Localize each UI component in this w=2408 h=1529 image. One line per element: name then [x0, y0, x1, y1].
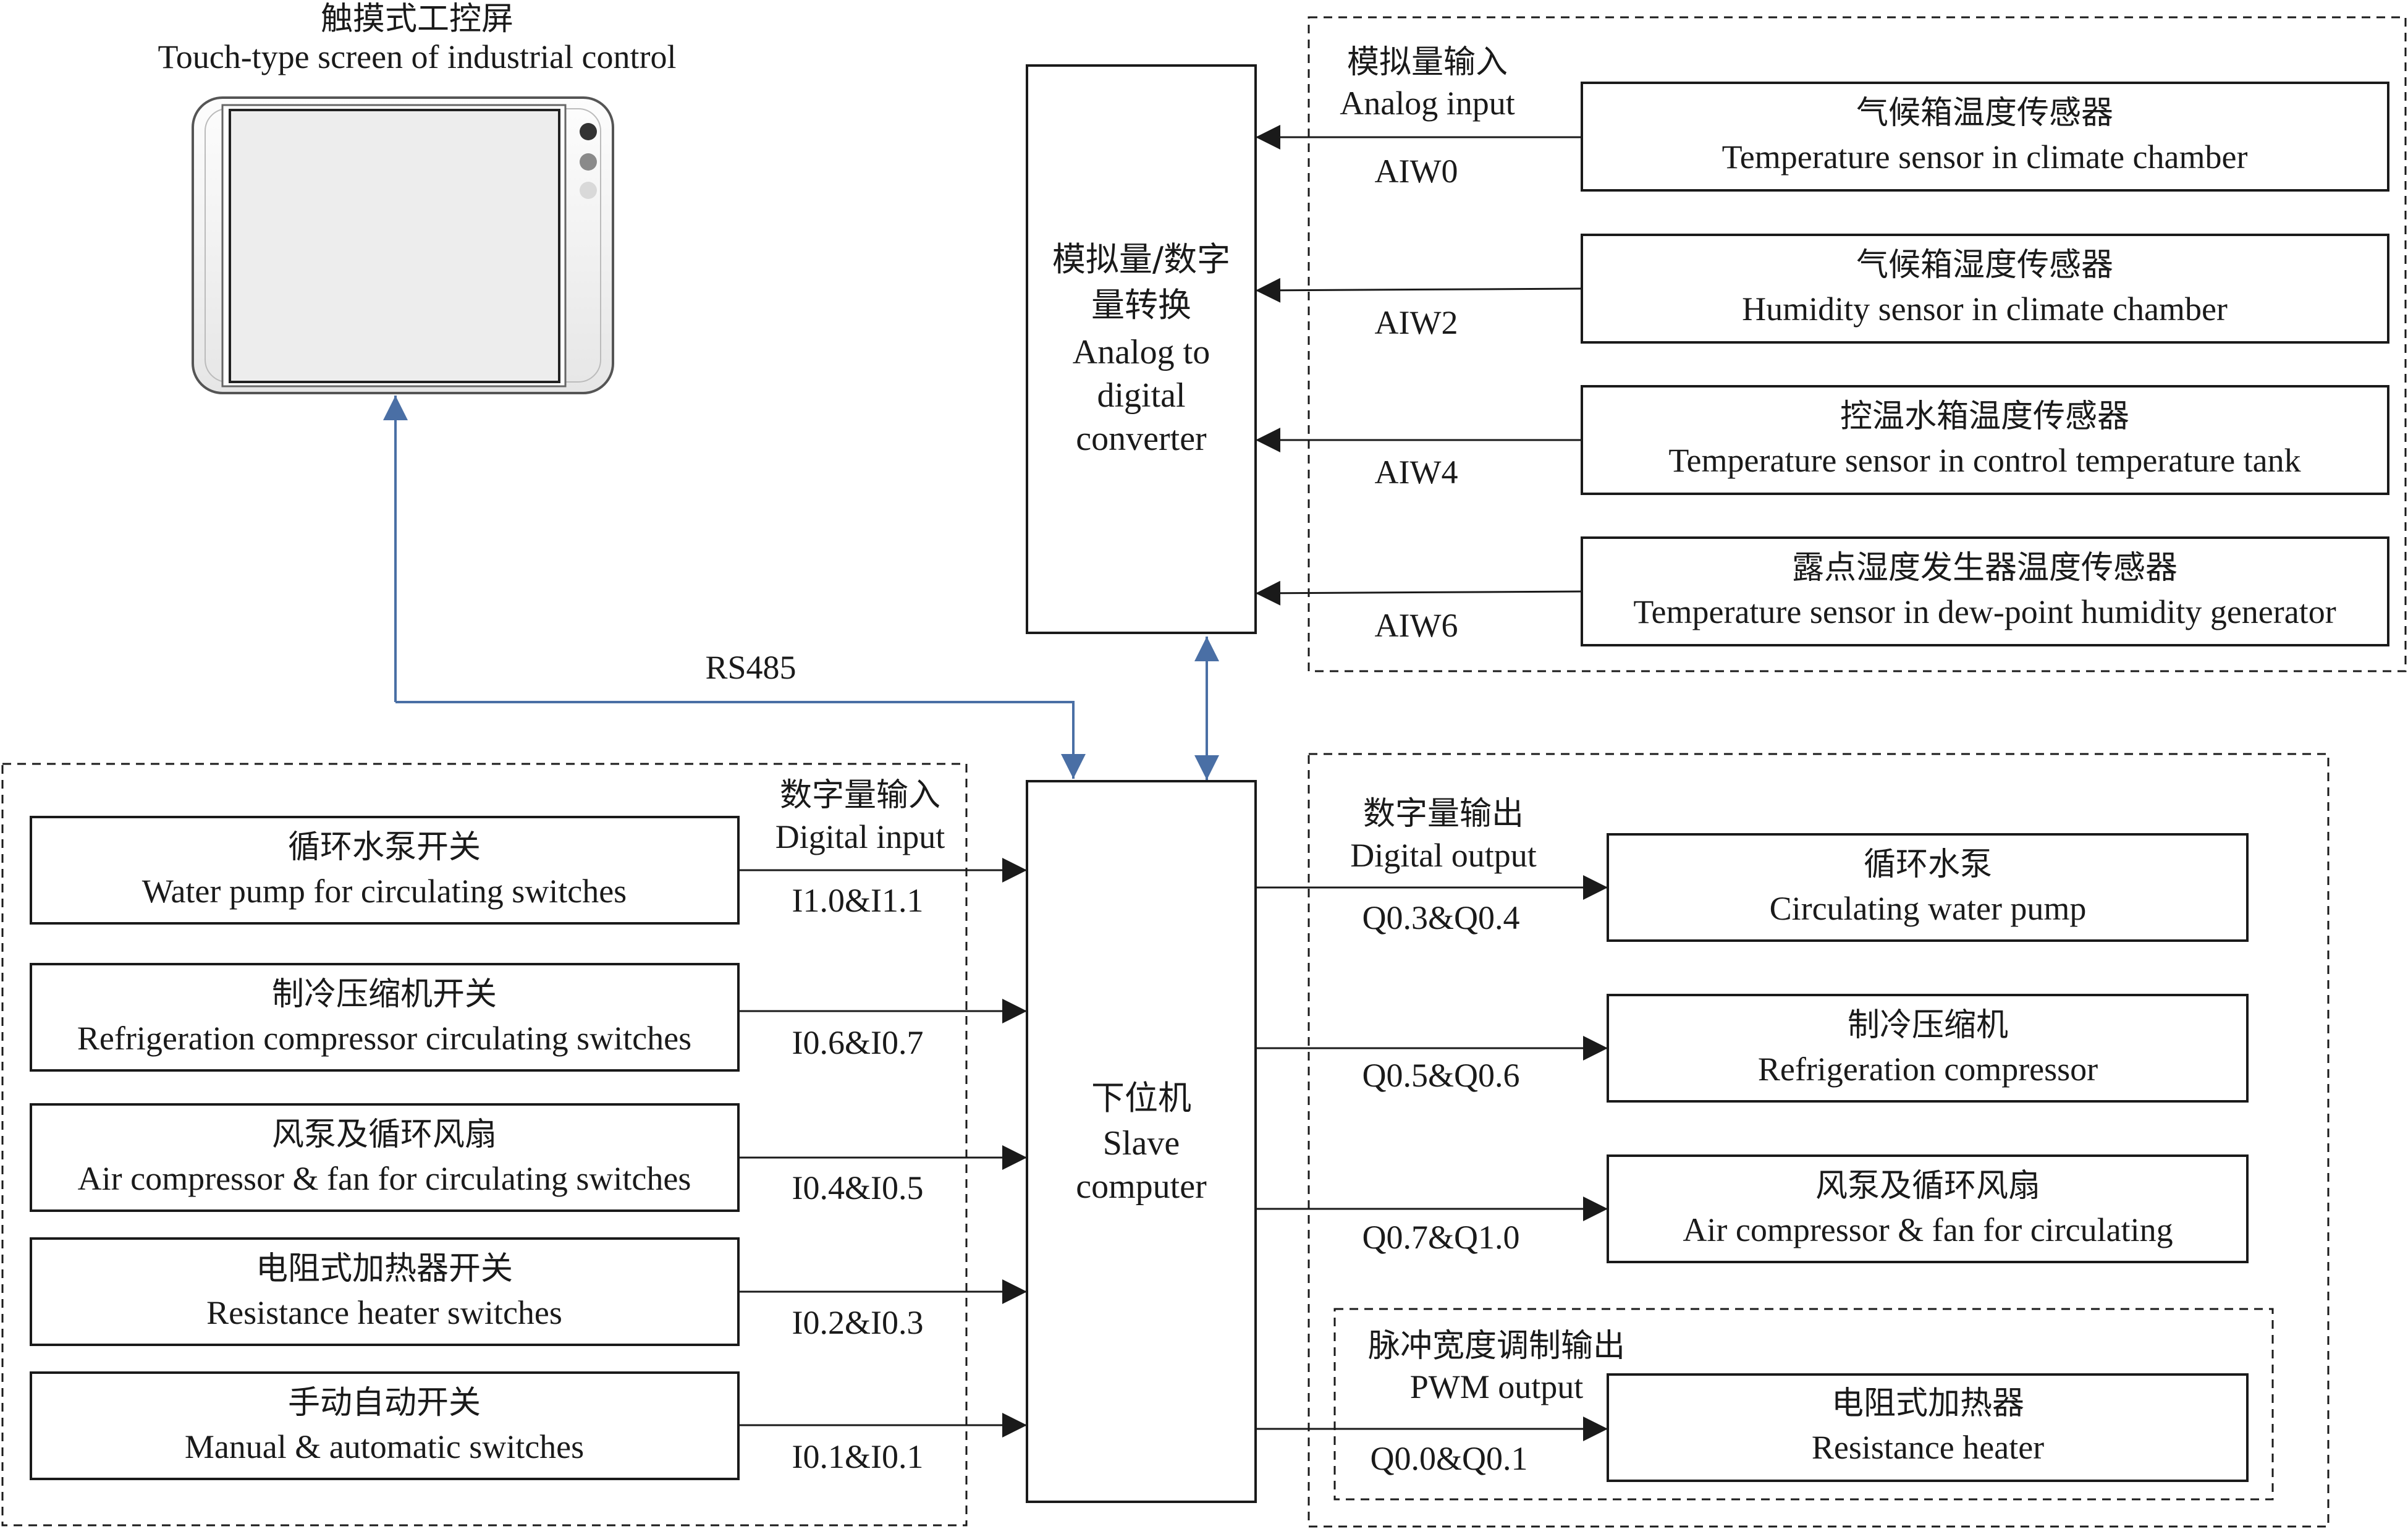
device-air-compressor: 风泵及循环风扇 Air compressor & fan for circula… — [1607, 1154, 2249, 1263]
slave-label-zh: 下位机 — [1091, 1078, 1191, 1117]
digital-output-group — [1308, 753, 2330, 1528]
slave-label-en-2: computer — [1076, 1167, 1207, 1206]
pwm-title-zh: 脉冲宽度调制输出 — [1368, 1328, 1625, 1365]
device-label-en: Refrigeration compressor — [1758, 1051, 2098, 1088]
touch-screen-title-en: Touch-type screen of industrial control — [158, 38, 677, 75]
adc-label-zh-1: 模拟量/数字 — [1052, 240, 1230, 279]
sensor-label-zh: 气候箱湿度传感器 — [1856, 247, 2113, 284]
channel-aiw0: AIW0 — [1375, 153, 1458, 190]
switch-manual-auto: 手动自动开关 Manual & automatic switches — [30, 1371, 740, 1480]
channel-di-5: I0.1&I0.1 — [792, 1438, 924, 1475]
slave-label-en-1: Slave — [1103, 1124, 1180, 1163]
device-label-zh: 风泵及循环风扇 — [1815, 1167, 2040, 1205]
channel-aiw2: AIW2 — [1375, 304, 1458, 341]
device-label-zh: 循环水泵 — [1864, 846, 1992, 883]
digital-output-title-en: Digital output — [1350, 837, 1536, 874]
digital-input-title-en: Digital input — [775, 818, 945, 855]
device-resistance-heater: 电阻式加热器 Resistance heater — [1607, 1373, 2249, 1482]
switch-label-en: Water pump for circulating switches — [142, 873, 627, 910]
switch-label-en: Manual & automatic switches — [185, 1428, 584, 1465]
sensor-label-en: Temperature sensor in control temperatur… — [1668, 442, 2300, 479]
channel-di-2: I0.6&I0.7 — [792, 1024, 924, 1061]
arrow-aiw2 — [1255, 277, 1582, 303]
switch-label-zh: 循环水泵开关 — [288, 829, 481, 866]
adc-label-en-1: Analog to — [1073, 333, 1210, 371]
switch-label-en: Refrigeration compressor circulating swi… — [77, 1020, 691, 1057]
sensor-label-zh: 控温水箱温度传感器 — [1840, 398, 2129, 435]
channel-di-4: I0.2&I0.3 — [792, 1304, 924, 1341]
rs485-link — [395, 701, 1086, 779]
sensor-label-zh: 露点湿度发生器温度传感器 — [1792, 549, 2178, 587]
switch-refrigeration: 制冷压缩机开关 Refrigeration compressor circula… — [30, 963, 740, 1072]
device-label-en: Resistance heater — [1812, 1429, 2044, 1466]
pwm-title-en: PWM output — [1410, 1368, 1584, 1405]
touch-screen-title-zh: 触摸式工控屏 — [321, 1, 513, 38]
channel-do-1: Q0.3&Q0.4 — [1362, 899, 1520, 936]
sensor-climate-humidity: 气候箱湿度传感器 Humidity sensor in climate cham… — [1581, 234, 2389, 344]
switch-water-pump: 循环水泵开关 Water pump for circulating switch… — [30, 816, 740, 925]
switch-air-compressor: 风泵及循环风扇 Air compressor & fan for circula… — [30, 1103, 740, 1212]
switch-label-zh: 手动自动开关 — [288, 1384, 481, 1421]
touch-screen-icon — [192, 96, 614, 394]
adc-label-zh-2: 量转换 — [1091, 286, 1191, 324]
device-label-en: Air compressor & fan for circulating — [1683, 1211, 2173, 1248]
adc-label-en-3: converter — [1076, 420, 1207, 458]
channel-aiw6: AIW6 — [1375, 607, 1458, 644]
channel-aiw4: AIW4 — [1375, 454, 1458, 491]
analog-input-group — [1308, 16, 2407, 672]
sensor-tank-temp: 控温水箱温度传感器 Temperature sensor in control … — [1581, 385, 2389, 495]
switch-label-zh: 电阻式加热器开关 — [256, 1250, 513, 1287]
channel-di-1: I1.0&I1.1 — [792, 882, 924, 919]
digital-input-title-zh: 数字量输入 — [780, 777, 940, 814]
channel-do-2: Q0.5&Q0.6 — [1362, 1057, 1520, 1094]
device-label-zh: 电阻式加热器 — [1831, 1385, 2024, 1422]
sensor-climate-temp: 气候箱温度传感器 Temperature sensor in climate c… — [1581, 82, 2389, 192]
switch-label-zh: 制冷压缩机开关 — [272, 976, 497, 1013]
sensor-label-en: Temperature sensor in dew-point humidity… — [1633, 593, 2336, 630]
arrow-aiw6 — [1255, 580, 1582, 606]
device-label-en: Circulating water pump — [1770, 890, 2087, 927]
rs485-label: RS485 — [705, 649, 796, 686]
switch-label-zh: 风泵及循环风扇 — [272, 1116, 497, 1153]
digital-output-title-zh: 数字量输出 — [1363, 795, 1524, 832]
digital-input-group — [1, 763, 968, 1527]
device-water-pump: 循环水泵 Circulating water pump — [1607, 833, 2249, 942]
device-refrigeration: 制冷压缩机 Refrigeration compressor — [1607, 994, 2249, 1103]
channel-do-3: Q0.7&Q1.0 — [1362, 1219, 1520, 1256]
channel-di-3: I0.4&I0.5 — [792, 1169, 924, 1206]
switch-label-en: Resistance heater switches — [206, 1294, 562, 1331]
sensor-dewpoint-temp: 露点湿度发生器温度传感器 Temperature sensor in dew-p… — [1581, 536, 2389, 646]
device-label-zh: 制冷压缩机 — [1848, 1007, 2008, 1044]
sensor-label-en: Humidity sensor in climate chamber — [1742, 290, 2228, 328]
slave-computer-box: 下位机 Slave computer — [1026, 780, 1257, 1503]
channel-pwm: Q0.0&Q0.1 — [1371, 1440, 1528, 1477]
analog-input-title-zh: 模拟量输入 — [1347, 44, 1508, 81]
switch-label-en: Air compressor & fan for circulating swi… — [78, 1160, 691, 1197]
sensor-label-en: Temperature sensor in climate chamber — [1722, 138, 2248, 176]
analog-input-title-en: Analog input — [1340, 85, 1515, 122]
adc-box: 模拟量/数字 量转换 Analog to digital converter — [1026, 64, 1257, 634]
switch-resistance-heater: 电阻式加热器开关 Resistance heater switches — [30, 1237, 740, 1346]
sensor-label-zh: 气候箱温度传感器 — [1856, 95, 2113, 132]
adc-label-en-2: digital — [1097, 376, 1185, 415]
